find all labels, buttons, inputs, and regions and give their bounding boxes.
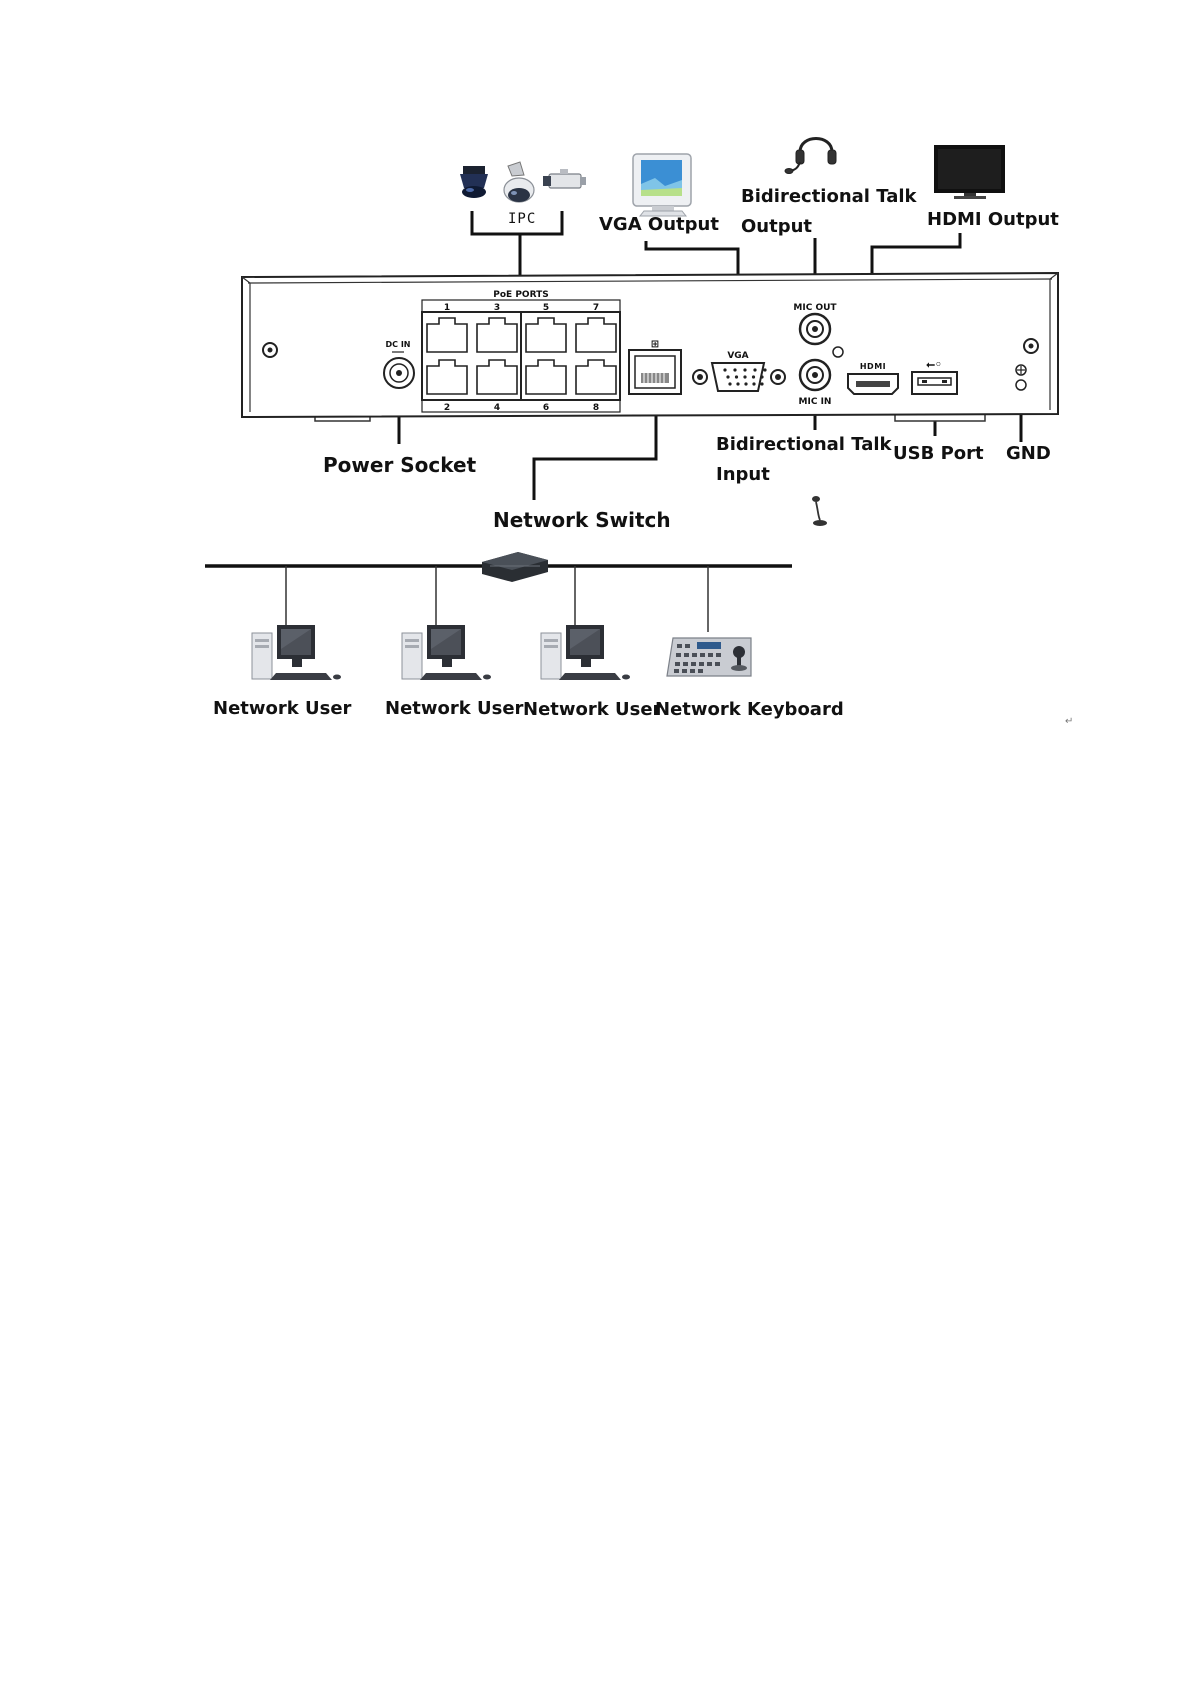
network-keyboard-icon	[667, 638, 751, 676]
talk-input-label-line1: Bidirectional Talk	[716, 436, 891, 454]
usb-port-label: USB Port	[893, 445, 984, 463]
gnd-label: GND	[1006, 445, 1051, 463]
talk-output-label-line2: Output	[741, 218, 812, 236]
dc-in-label: DC IN	[386, 340, 411, 349]
vga-pin-9	[752, 375, 755, 378]
vga-pin-1	[723, 368, 726, 371]
headset-icon	[785, 139, 836, 174]
vga-pin-14	[752, 382, 755, 385]
network-user-label-3: Network User	[523, 701, 661, 719]
talk-output-label-line1: Bidirectional Talk	[741, 188, 916, 206]
pc-icon-1	[252, 625, 341, 680]
vga-pin-5	[763, 368, 766, 371]
vga-pin-2	[733, 368, 736, 371]
ipc-cameras	[460, 162, 586, 202]
vga-pin-6	[726, 375, 729, 378]
vga-pin-7	[735, 375, 738, 378]
vga-pin-8	[743, 375, 746, 378]
vga-panel-label: VGA	[727, 351, 748, 361]
network-user-label-2: Network User	[385, 700, 523, 718]
mounting-hole-left	[263, 343, 277, 357]
ptz-camera-icon	[504, 162, 534, 202]
vga-pin-3	[743, 368, 746, 371]
vga-pin-12	[736, 382, 739, 385]
dome-camera-icon	[460, 166, 488, 198]
power-socket-label: Power Socket	[323, 455, 476, 475]
svg-text:⊞: ⊞	[651, 339, 659, 350]
poe-port-number-8: 8	[593, 403, 599, 413]
mic-in-label: MIC IN	[799, 397, 832, 407]
ipc-label: IPC	[508, 211, 536, 227]
svg-text:⭠◦: ⭠◦	[926, 358, 942, 371]
hdmi-tv-icon	[934, 145, 1005, 199]
hdmi-output-label: HDMI Output	[927, 211, 1059, 229]
network-keyboard-label: Network Keyboard	[655, 701, 844, 719]
talk-input-label-line2: Input	[716, 466, 770, 484]
poe-port-number-2: 2	[444, 403, 450, 413]
network-switch-label: Network Switch	[493, 510, 671, 530]
box-camera-icon	[543, 169, 586, 188]
vga-monitor-icon	[633, 154, 691, 216]
vga-pin-11	[728, 382, 731, 385]
pc-icon-2	[402, 625, 491, 680]
dc-in-socket: DC IN	[384, 340, 414, 388]
svg-text:↵: ↵	[1065, 716, 1073, 727]
mic-out-label: MIC OUT	[793, 303, 837, 313]
mic-in-jack: MIC IN	[799, 360, 832, 407]
hdmi-panel-label: HDMI	[860, 362, 886, 371]
vga-pin-13	[744, 382, 747, 385]
microphone-icon	[812, 496, 827, 526]
poe-ports-label: PoE PORTS	[493, 290, 548, 300]
mounting-hole-right	[1024, 339, 1038, 353]
poe-port-number-6: 6	[543, 403, 549, 413]
poe-port-number-4: 4	[494, 403, 500, 413]
vga-pin-15	[760, 382, 763, 385]
vga-pin-10	[760, 375, 763, 378]
pc-icon-3	[541, 625, 630, 680]
vga-output-label: VGA Output	[599, 216, 719, 234]
network-switch-device	[482, 552, 548, 582]
network-user-label-1: Network User	[213, 700, 351, 718]
vga-pin-4	[753, 368, 756, 371]
